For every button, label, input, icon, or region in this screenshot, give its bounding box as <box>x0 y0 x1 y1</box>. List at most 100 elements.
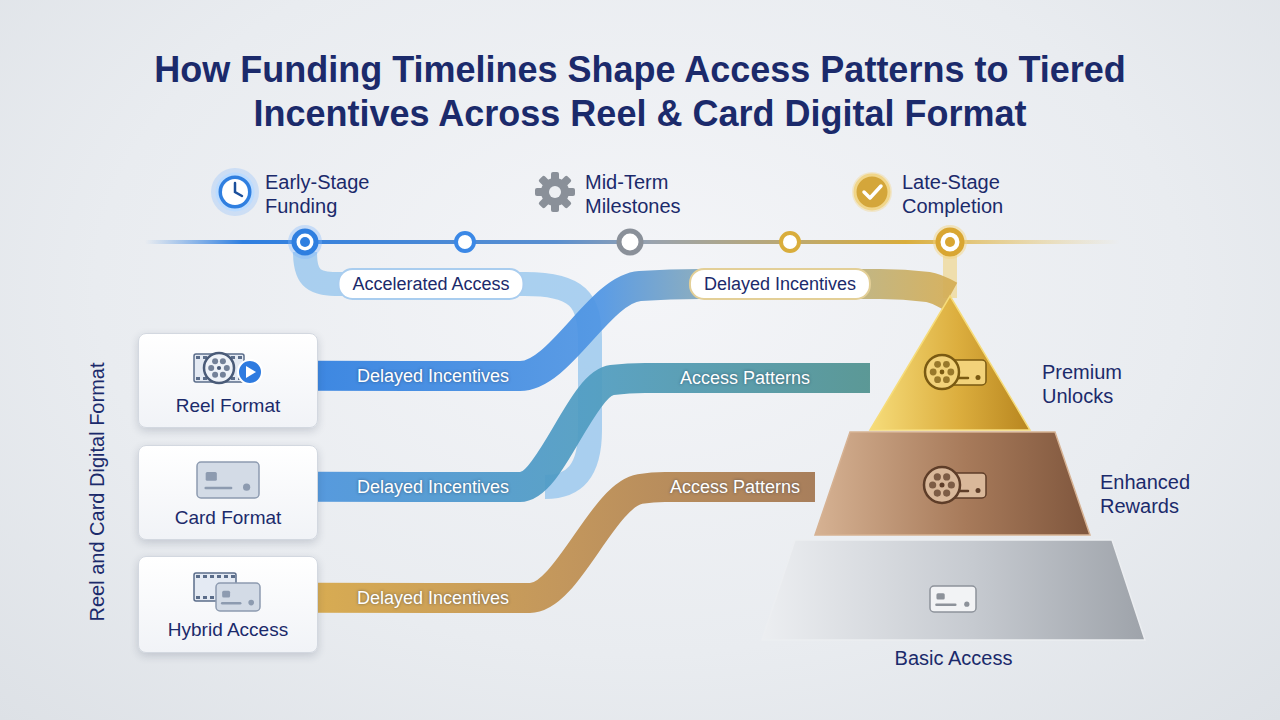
hybrid-icon <box>222 601 240 604</box>
format-box: Card Format <box>138 445 318 540</box>
tier-trapezoid <box>762 540 1145 640</box>
tier-icon <box>930 586 976 612</box>
hybrid-icon <box>222 590 230 597</box>
check-badge-icon <box>864 186 881 198</box>
gear-icon <box>538 175 572 209</box>
hybrid-icon <box>203 596 207 599</box>
reel-icon <box>212 358 218 364</box>
tier-label: Premium Unlocks <box>1042 360 1142 408</box>
axis-label: Reel and Card Digital Format <box>85 363 109 622</box>
tier-trapezoid <box>762 540 1145 640</box>
hybrid-icon <box>196 575 200 578</box>
band-label: Delayed Incentives <box>357 476 509 498</box>
hybrid-icon <box>192 569 264 615</box>
format-label: Hybrid Access <box>168 619 288 641</box>
stage-label: Early-Stage Funding <box>265 170 390 218</box>
tier-icon <box>924 467 986 503</box>
tier-icon <box>924 467 960 503</box>
timeline-dot <box>945 237 955 247</box>
tier-triangle: Premium Unlocks <box>870 296 1030 430</box>
hybrid-icon <box>203 575 207 578</box>
reel-icon <box>196 377 200 380</box>
hybrid-icon <box>194 573 260 611</box>
tier-icon <box>948 481 955 488</box>
tier-icon <box>934 361 941 368</box>
reel-icon <box>194 354 244 382</box>
timeline-dot <box>619 231 641 253</box>
timeline-dot <box>288 225 322 259</box>
tier-icon <box>939 482 944 487</box>
reel-icon <box>192 345 264 391</box>
clock-icon <box>211 168 259 216</box>
tier-icon <box>936 603 955 606</box>
tier-trapezoid: Enhanced Rewards <box>815 432 1090 535</box>
reel-icon <box>220 358 226 364</box>
band-label: Delayed Incentives <box>357 587 509 609</box>
reel-icon <box>212 371 218 377</box>
format-box: Reel Format <box>138 333 318 428</box>
format-label: Card Format <box>175 507 282 529</box>
card-icon <box>192 457 264 503</box>
tier-icon <box>943 361 950 368</box>
tier-icon <box>940 370 945 375</box>
tier-icon <box>943 376 950 383</box>
timeline-dot <box>300 237 310 247</box>
reel-icon <box>196 356 200 359</box>
card-icon <box>197 462 259 498</box>
timeline-dots <box>288 225 967 259</box>
timeline-dot <box>938 230 962 254</box>
card-icon <box>197 462 259 498</box>
tier-icon <box>936 593 944 599</box>
gear-icon <box>549 186 561 198</box>
tier-icon <box>930 369 937 376</box>
tier-label: Basic Access <box>762 646 1145 670</box>
timeline-dot <box>781 233 799 251</box>
pill-label: Accelerated Access <box>337 268 524 300</box>
clock-icon <box>235 183 242 196</box>
tier-icon <box>976 375 981 380</box>
clock-icon <box>217 174 253 210</box>
hybrid-icon <box>248 599 254 605</box>
clock-icon <box>222 179 248 205</box>
tier-icon <box>943 473 950 480</box>
hybrid-icon <box>231 575 235 578</box>
reel-icon <box>217 365 221 369</box>
hybrid-icon <box>217 575 221 578</box>
tier-icon <box>943 490 950 497</box>
flow-band <box>318 378 870 487</box>
band-label: Access Patterns <box>680 367 810 389</box>
reel-icon <box>194 353 262 384</box>
diagram-title: How Funding Timelines Shape Access Patte… <box>0 48 1280 136</box>
tier-icon <box>934 376 941 383</box>
reel-icon <box>224 365 230 371</box>
tier-trapezoid <box>815 432 1090 535</box>
tier-icon <box>930 586 976 612</box>
card-icon <box>243 483 250 490</box>
reel-icon <box>238 360 262 384</box>
tier-icon <box>947 369 954 376</box>
band-label: Access Patterns <box>670 476 800 498</box>
check-badge-icon <box>855 175 889 209</box>
clock-icon <box>211 168 259 216</box>
hybrid-icon <box>216 583 260 611</box>
check-badge-icon <box>852 172 892 212</box>
hybrid-icon <box>210 575 214 578</box>
tier-trapezoid <box>815 432 1090 535</box>
hybrid-icon <box>210 596 214 599</box>
tier-triangle <box>870 296 1030 430</box>
timeline-dot <box>456 233 474 251</box>
format-label: Reel Format <box>176 395 281 417</box>
format-box: Hybrid Access <box>138 556 318 653</box>
timeline-dot <box>933 225 967 259</box>
pill-label: Delayed Incentives <box>689 268 871 300</box>
stage-label: Late-Stage Completion <box>902 170 1027 218</box>
band-label: Delayed Incentives <box>357 365 509 387</box>
tier-triangle <box>870 296 1030 430</box>
gear-icon <box>541 178 569 206</box>
tier-icon <box>925 355 986 389</box>
tier-icon <box>934 473 941 480</box>
reel-icon <box>246 366 256 378</box>
reel-icon <box>208 365 214 371</box>
